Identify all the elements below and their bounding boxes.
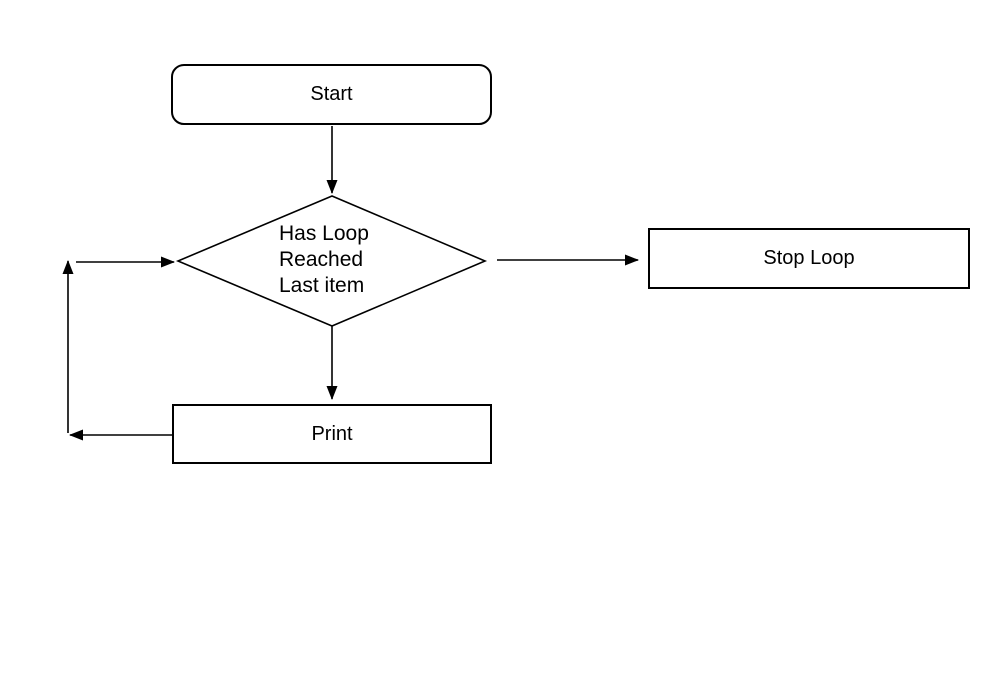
stop-loop-node-label: Stop Loop xyxy=(763,247,855,269)
start-node: Start xyxy=(171,64,492,125)
decision-label-line-1: Has Loop xyxy=(279,222,369,245)
start-node-label: Start xyxy=(310,83,353,105)
print-node-label: Print xyxy=(311,422,353,445)
decision-label-line-3: Last item xyxy=(279,274,365,297)
stop-loop-node: Stop Loop xyxy=(648,228,970,289)
decision-label-line-2: Reached xyxy=(279,248,364,271)
decision-node-label: Has Loop Reached Last item xyxy=(279,221,409,299)
print-node: Print xyxy=(172,404,492,464)
